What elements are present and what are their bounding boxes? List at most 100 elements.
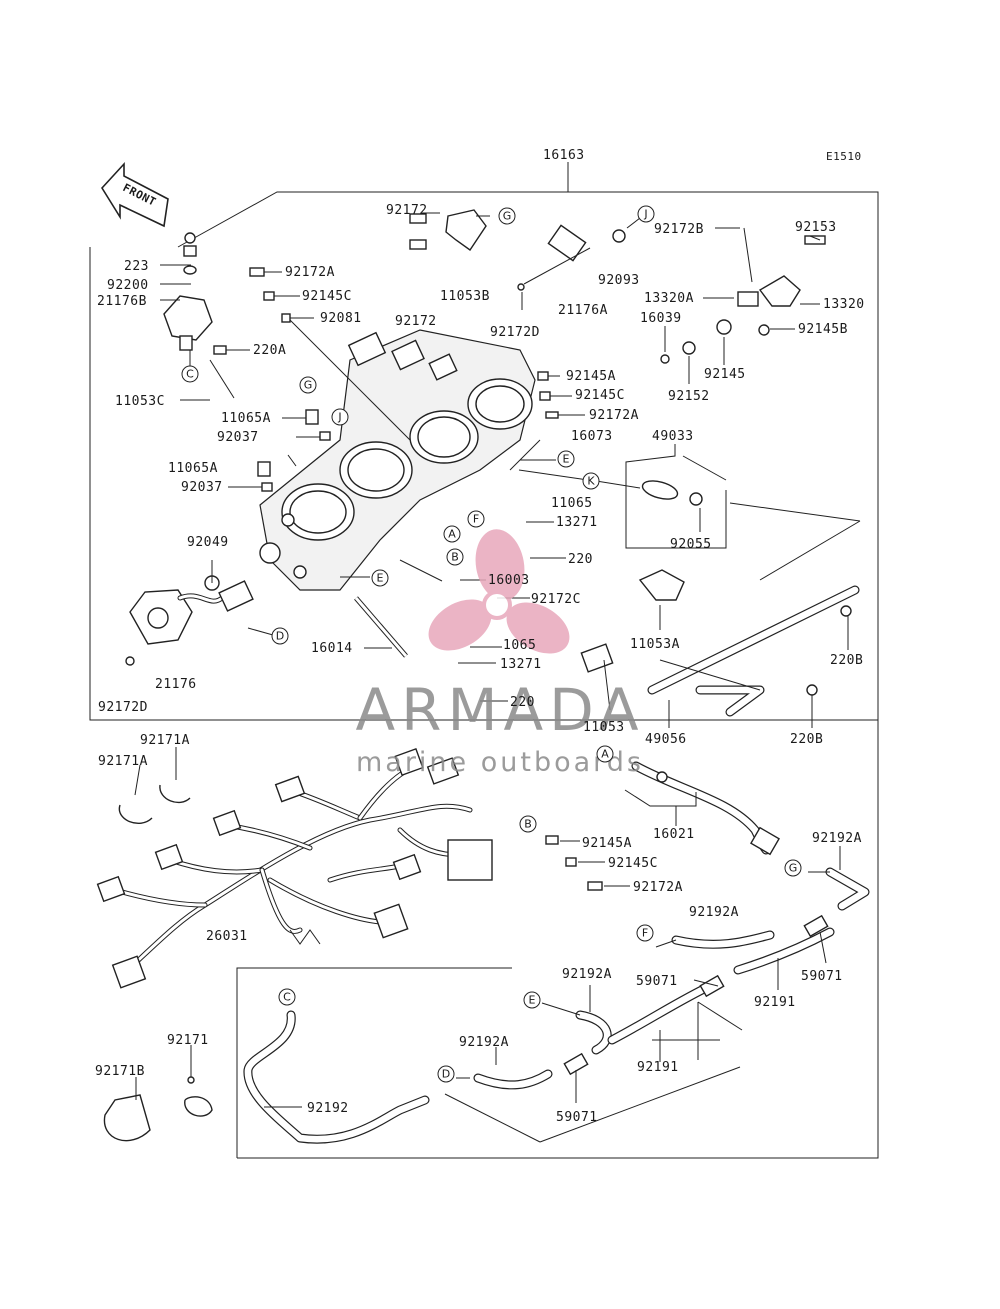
part-label: 220B [830,653,863,668]
injector-bracket [625,444,861,581]
callout-D-1: D [271,627,289,645]
part-label: 13320 [823,297,865,312]
part-label: 92172A [589,408,639,423]
part-label: 92153 [795,220,837,235]
svg-text:E: E [377,572,384,585]
svg-text:K: K [587,475,595,488]
svg-text:G: G [789,862,798,875]
part-label: 49056 [645,732,687,747]
part-label: 11053A [630,637,680,652]
svg-text:C: C [283,991,291,1004]
part-label: 92145B [798,322,848,337]
part-label: 11065 [551,496,593,511]
callout-B-1: B [446,548,464,566]
callout-F-2: F [636,924,654,942]
callout-E-2: E [523,991,541,1009]
watermark: ARMADA marine outboards [355,529,644,778]
sensor-21176 [125,575,254,666]
diagram-code: E1510 [826,150,862,163]
part-label: 92191 [754,995,796,1010]
small-hardware [213,267,559,492]
part-label: 92171 [167,1033,209,1048]
part-label: 92192 [307,1101,349,1116]
part-label: 92145A [566,369,616,384]
part-label: 21176 [155,677,197,692]
svg-text:D: D [442,1068,450,1081]
part-label: 13271 [500,657,542,672]
callout-K-1: K [582,472,600,490]
propeller-logo-icon [428,529,570,654]
part-label: 92192A [689,905,739,920]
leader-lines [160,212,849,728]
callout-B-2: B [519,815,537,833]
callout-H-2: G [299,376,317,394]
part-label: 92152 [668,389,710,404]
part-label: 59071 [556,1110,598,1125]
part-label: 92172C [531,592,581,607]
part-label: 220 [568,552,593,567]
part-label: 92093 [598,273,640,288]
injector-hose-16021 [624,761,780,856]
part-label: 92172D [98,700,148,715]
callout-G-1: E [557,450,575,468]
part-label: 11065A [168,461,218,476]
part-label: 92172A [285,265,335,280]
throttle-body-assembly [259,329,536,658]
idle-speed-parts [660,227,826,364]
svg-text:A: A [601,748,609,761]
svg-text:B: B [524,818,532,831]
part-label: 13320A [644,291,694,306]
watermark-brand: ARMADA [355,676,644,744]
part-label: 92171A [98,754,148,769]
sensor-21176B [163,232,213,351]
part-label: 92172 [386,203,428,218]
callout-E-1: E [371,569,389,587]
callout-D-2: D [437,1065,455,1083]
part-label: 49033 [652,429,694,444]
svg-text:E: E [529,994,536,1007]
part-label: 92172B [654,222,704,237]
svg-text:E: E [563,453,570,466]
svg-text:G: G [503,210,512,223]
part-label: 21176A [558,303,608,318]
part-label: 92171B [95,1064,145,1079]
part-label: 92145A [582,836,632,851]
part-label: 11053 [583,720,625,735]
part-label: 16163 [543,148,585,163]
part-label: 92049 [187,535,229,550]
callout-F-1: F [467,510,485,528]
sensor-21176A [517,224,626,291]
part-label: 92055 [670,537,712,552]
part-labels: 16163 92172 92153 92172B 223 92172A 9209… [95,148,865,1125]
part-label: 16073 [571,429,613,444]
callout-J-1: J [637,205,655,223]
front-arrow-icon: FRONT [101,161,169,228]
callout-markers: G J C G J E K F A B E D A B G F C E D [181,205,802,1083]
part-label: 92037 [217,430,259,445]
part-label: 11053B [440,289,490,304]
part-label: 13271 [556,515,598,530]
part-label: 92191 [637,1060,679,1075]
part-label: 223 [124,259,149,274]
callout-A-1: A [443,525,461,543]
svg-text:B: B [451,551,459,564]
part-label: 92171A [140,733,190,748]
svg-text:G: G [304,379,313,392]
b-fasteners [545,835,630,891]
part-label: 220A [253,343,286,358]
svg-text:F: F [642,927,648,940]
svg-text:D: D [276,630,284,643]
part-label: 26031 [206,929,248,944]
part-label: 16021 [653,827,695,842]
part-label: 59071 [636,974,678,989]
part-label: 92145 [704,367,746,382]
callout-J-2: J [331,408,349,426]
wiring-harness [96,747,493,989]
part-label: 92145C [608,856,658,871]
part-label: 92172A [633,880,683,895]
part-label: 92037 [181,480,223,495]
part-label: 16039 [640,311,682,326]
callout-C-1: C [181,365,199,383]
part-label: 92172D [490,325,540,340]
part-label: 92192A [562,967,612,982]
